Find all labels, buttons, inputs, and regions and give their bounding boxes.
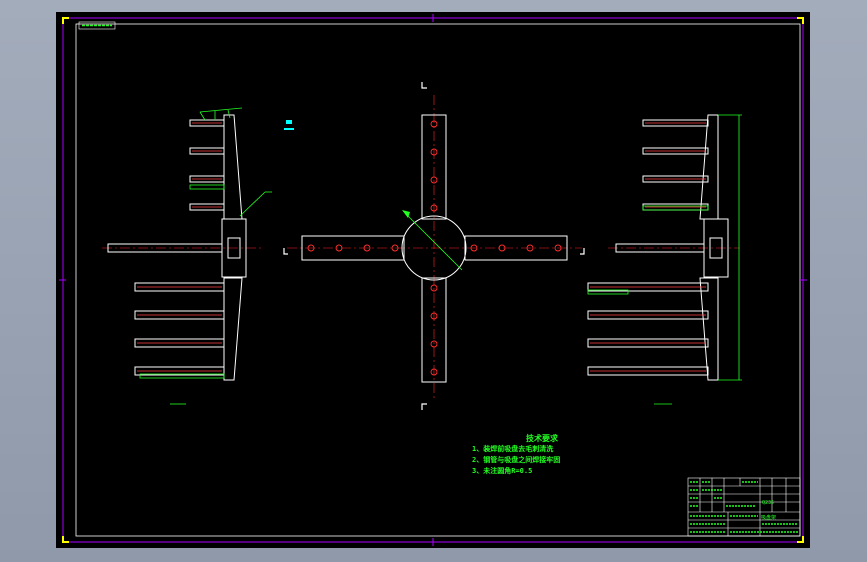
tech-note-line-3: 3、未注圆角R=0.5 — [472, 467, 533, 475]
cad-drawing — [59, 14, 807, 546]
tech-note-line-2: 2、钢管与吸盘之间焊接牢固 — [472, 456, 561, 464]
title-block-text-marks — [690, 481, 798, 533]
technical-requirements: 技术要求 1、装焊前吸盘去毛刺清洗 2、钢管与吸盘之间焊接牢固 3、未注圆角R=… — [472, 433, 592, 477]
corner-marks — [62, 17, 804, 543]
centering-marks — [59, 14, 807, 546]
left-side-view — [102, 107, 272, 405]
drawing-number-box — [78, 21, 116, 30]
right-side-view — [587, 114, 742, 405]
tech-note-line-1: 1、装焊前吸盘去毛刺清洗 — [472, 445, 554, 453]
title-block-drawing-name: 吸盘架 — [761, 515, 777, 521]
title-block — [687, 477, 801, 537]
center-cross-view — [283, 82, 585, 410]
title-block-material: Q235 — [762, 500, 775, 506]
drawing-sheet[interactable]: 技术要求 1、装焊前吸盘去毛刺清洗 2、钢管与吸盘之间焊接牢固 3、未注圆角R=… — [56, 12, 810, 548]
tech-notes-title: 技术要求 — [526, 434, 558, 443]
annotation-marks — [284, 120, 294, 130]
